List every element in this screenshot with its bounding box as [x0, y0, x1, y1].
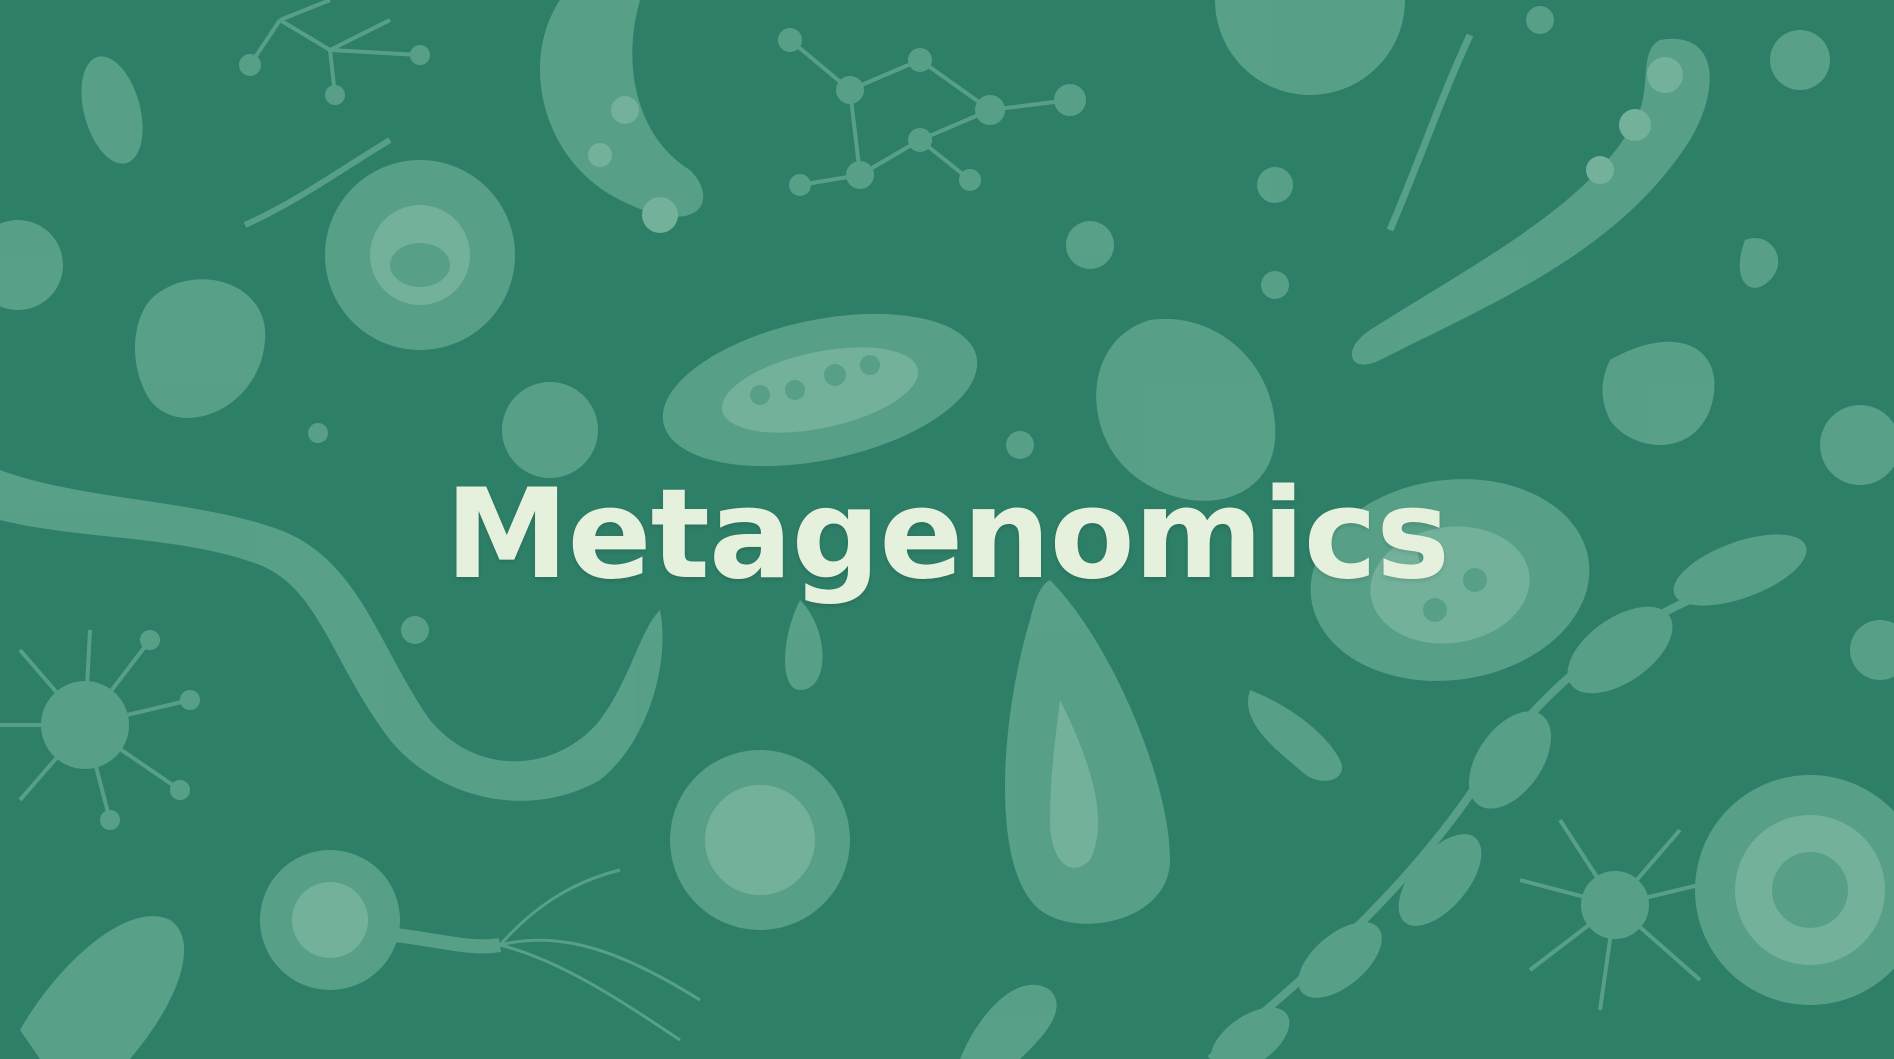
microbe-illustration — [0, 470, 663, 801]
slide-title: Metagenomics — [445, 463, 1450, 607]
bacteria-chain-illustration — [1207, 534, 1807, 1059]
microbe-illustration — [1005, 580, 1170, 924]
virus-illustration — [778, 28, 1086, 196]
virus-illustration — [0, 629, 200, 830]
virus-illustration — [1519, 818, 1721, 1011]
microbe-illustration — [81, 56, 143, 164]
virus-illustration — [239, 0, 430, 105]
